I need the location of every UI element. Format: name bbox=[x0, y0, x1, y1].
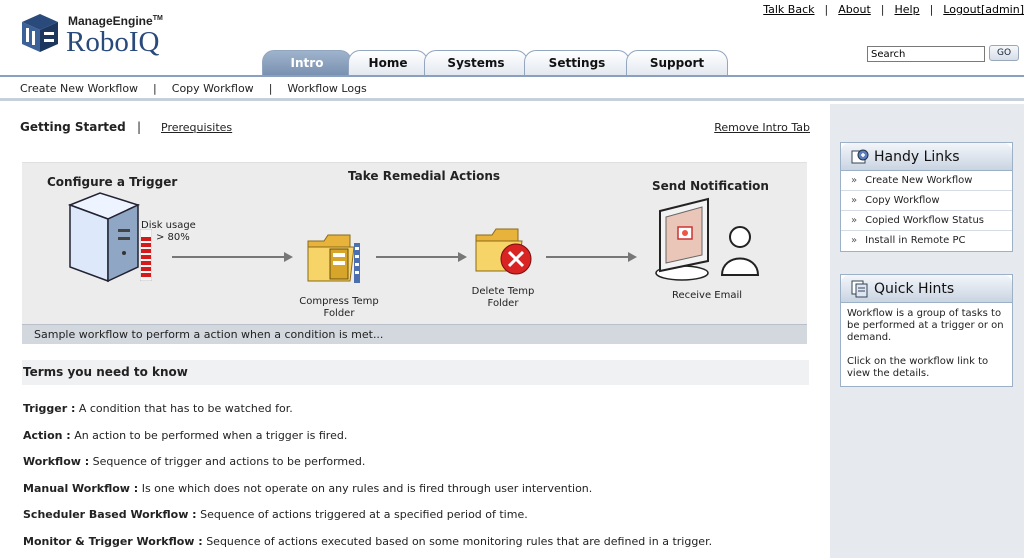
quick-hints-panel: Quick Hints Workflow is a group of tasks… bbox=[840, 274, 1013, 387]
tab-systems[interactable]: Systems bbox=[424, 50, 528, 76]
talk-back-link[interactable]: Talk Back bbox=[763, 3, 815, 16]
server-icon bbox=[67, 192, 141, 283]
disk-usage-bar-icon bbox=[140, 229, 152, 281]
getting-started-title: Getting Started bbox=[20, 120, 126, 134]
send-notification-title: Send Notification bbox=[652, 179, 769, 193]
term-item: Trigger : A condition that has to be wat… bbox=[23, 402, 293, 415]
diagram-caption: Sample workflow to perform a action when… bbox=[22, 324, 807, 344]
tab-intro[interactable]: Intro bbox=[262, 50, 352, 76]
receive-email-label: Receive Email bbox=[671, 290, 743, 301]
brand-top: ManageEngineTM bbox=[68, 14, 163, 28]
logout-link[interactable]: Logout[admin] bbox=[943, 3, 1024, 16]
search-input[interactable] bbox=[867, 46, 985, 62]
tab-support[interactable]: Support bbox=[626, 50, 728, 76]
tab-settings[interactable]: Settings bbox=[524, 50, 630, 76]
handy-link-copied-workflow-status[interactable]: »Copied Workflow Status bbox=[841, 211, 1012, 231]
term-item: Manual Workflow : Is one which does not … bbox=[23, 482, 593, 495]
arrow-icon bbox=[376, 252, 467, 262]
quick-hints-title: Quick Hints bbox=[874, 281, 955, 297]
help-link[interactable]: Help bbox=[894, 3, 920, 16]
subnav-copy-workflow[interactable]: Copy Workflow bbox=[171, 82, 254, 95]
quick-hint-text: Workflow is a group of tasks to be perfo… bbox=[847, 308, 1004, 343]
prerequisites-link[interactable]: Prerequisites bbox=[161, 121, 233, 134]
header: ManageEngineTM RoboIQ Talk Back|About|He… bbox=[0, 0, 1024, 76]
handy-links-panel: Handy Links »Create New Workflow »Copy W… bbox=[840, 142, 1013, 252]
handy-links-title: Handy Links bbox=[874, 149, 960, 165]
compress-label-2: Folder bbox=[323, 308, 355, 319]
delete-label-1: Delete Temp bbox=[471, 286, 535, 297]
remove-intro-tab-link[interactable]: Remove Intro Tab bbox=[714, 121, 810, 134]
disk-usage-text: Disk usage bbox=[141, 220, 196, 231]
tab-divider bbox=[0, 75, 1024, 77]
quick-hints-icon bbox=[851, 280, 868, 298]
quick-hint-text: Click on the workflow link to view the d… bbox=[847, 356, 989, 379]
workflow-diagram: Configure a Trigger Take Remedial Action… bbox=[22, 162, 807, 344]
term-item: Monitor & Trigger Workflow : Sequence of… bbox=[23, 535, 713, 548]
subnav-workflow-logs[interactable]: Workflow Logs bbox=[287, 82, 367, 95]
handy-links-header: Handy Links bbox=[841, 143, 1012, 171]
tab-home[interactable]: Home bbox=[348, 50, 428, 76]
brand-main: RoboIQ bbox=[66, 26, 160, 58]
top-links: Talk Back|About|Help|Logout[admin] bbox=[763, 3, 1024, 16]
arrow-icon bbox=[546, 252, 637, 262]
handy-links-icon bbox=[851, 149, 869, 164]
about-link[interactable]: About bbox=[838, 3, 871, 16]
term-item: Scheduler Based Workflow : Sequence of a… bbox=[23, 508, 528, 521]
compress-label-1: Compress Temp bbox=[299, 296, 379, 307]
handy-link-copy-workflow[interactable]: »Copy Workflow bbox=[841, 191, 1012, 211]
subnav-create-new-workflow[interactable]: Create New Workflow bbox=[20, 82, 139, 95]
terms-heading: Terms you need to know bbox=[22, 360, 809, 385]
main-content: Getting Started | Prerequisites Remove I… bbox=[0, 104, 830, 558]
handy-link-install-remote-pc[interactable]: »Install in Remote PC bbox=[851, 235, 966, 246]
quick-hints-header: Quick Hints bbox=[841, 275, 1012, 303]
email-notification-icon bbox=[655, 197, 760, 281]
configure-trigger-title: Configure a Trigger bbox=[47, 175, 178, 189]
delete-label-2: Folder bbox=[487, 298, 519, 309]
term-item: Workflow : Sequence of trigger and actio… bbox=[23, 455, 366, 468]
compress-folder-icon bbox=[307, 234, 360, 283]
quick-hints-body: Workflow is a group of tasks to be perfo… bbox=[841, 303, 1012, 386]
remedial-actions-title: Take Remedial Actions bbox=[348, 169, 501, 183]
getting-started-row: Getting Started | Prerequisites Remove I… bbox=[20, 120, 810, 134]
sub-navigation: Create New Workflow|Copy Workflow|Workfl… bbox=[0, 77, 1024, 101]
go-button[interactable]: GO bbox=[989, 45, 1019, 61]
delete-folder-icon bbox=[475, 228, 532, 275]
disk-usage-threshold: > 80% bbox=[156, 232, 190, 243]
term-item: Action : An action to be performed when … bbox=[23, 429, 348, 442]
arrow-icon bbox=[172, 252, 293, 262]
logo-icon bbox=[22, 14, 58, 52]
handy-link-create-new-workflow[interactable]: »Create New Workflow bbox=[841, 171, 1012, 191]
logo[interactable]: ManageEngineTM RoboIQ bbox=[18, 12, 188, 62]
